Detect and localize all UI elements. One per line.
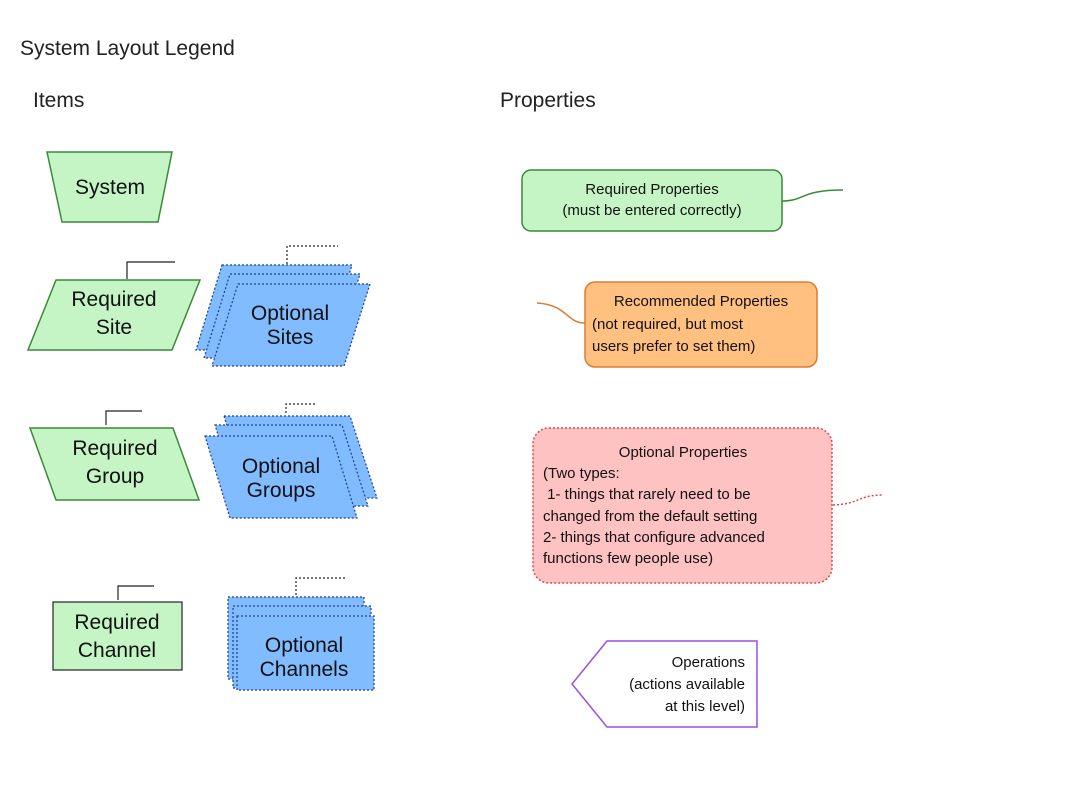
required-site-node: Required Site — [26, 261, 202, 351]
optional-sites-node: Optional Sites — [195, 245, 371, 367]
required-group-label-1: Required — [72, 437, 157, 460]
system-label: System — [75, 176, 145, 199]
optional-properties-line-3: 1- things that rarely need to be — [543, 486, 751, 503]
properties-heading: Properties — [500, 89, 596, 112]
required-properties-line-1: Required Properties — [585, 181, 718, 198]
required-properties-line-2: (must be entered correctly) — [562, 202, 741, 219]
optional-properties-line-2: (Two types: — [543, 465, 620, 482]
recommended-properties-line-2: (not required, but most — [592, 316, 744, 333]
optional-properties-line-1: Optional Properties — [619, 444, 747, 461]
required-channel-node: Required Channel — [52, 585, 183, 671]
items-heading: Items — [33, 89, 84, 112]
required-group-node: Required Group — [28, 410, 201, 501]
required-site-label-1: Required — [71, 288, 156, 311]
optional-properties-box: Optional Properties (Two types: 1- thing… — [532, 427, 884, 584]
recommended-properties-line-1: Recommended Properties — [614, 293, 788, 310]
operations-shape: Operations (actions available at this le… — [571, 640, 758, 728]
required-properties-box: Required Properties (must be entered cor… — [521, 169, 844, 232]
optional-properties-line-6: functions few people use) — [543, 550, 713, 567]
optional-groups-label-2: Groups — [247, 479, 316, 502]
operations-line-2: (actions available — [629, 676, 745, 693]
required-group-label-2: Group — [86, 465, 144, 488]
optional-channels-label-1: Optional — [265, 634, 343, 657]
recommended-properties-box: Recommended Properties (not required, bu… — [536, 281, 818, 368]
optional-groups-label-1: Optional — [242, 455, 320, 478]
optional-sites-label-1: Optional — [251, 302, 329, 325]
operations-line-1: Operations — [672, 654, 745, 671]
optional-properties-line-5: 2- things that configure advanced — [543, 529, 765, 546]
optional-channels-node: Optional Channels — [227, 577, 375, 691]
recommended-properties-line-3: users prefer to set them) — [592, 338, 755, 355]
optional-groups-node: Optional Groups — [204, 403, 378, 519]
page-title: System Layout Legend — [20, 37, 235, 60]
required-site-label-2: Site — [96, 316, 132, 339]
required-channel-label-1: Required — [74, 611, 159, 634]
required-channel-label-2: Channel — [78, 639, 156, 662]
operations-line-3: at this level) — [665, 698, 745, 715]
optional-sites-label-2: Sites — [267, 326, 314, 349]
optional-properties-line-4: changed from the default setting — [543, 508, 757, 525]
optional-channels-label-2: Channels — [260, 658, 349, 681]
system-node: System — [46, 151, 173, 223]
